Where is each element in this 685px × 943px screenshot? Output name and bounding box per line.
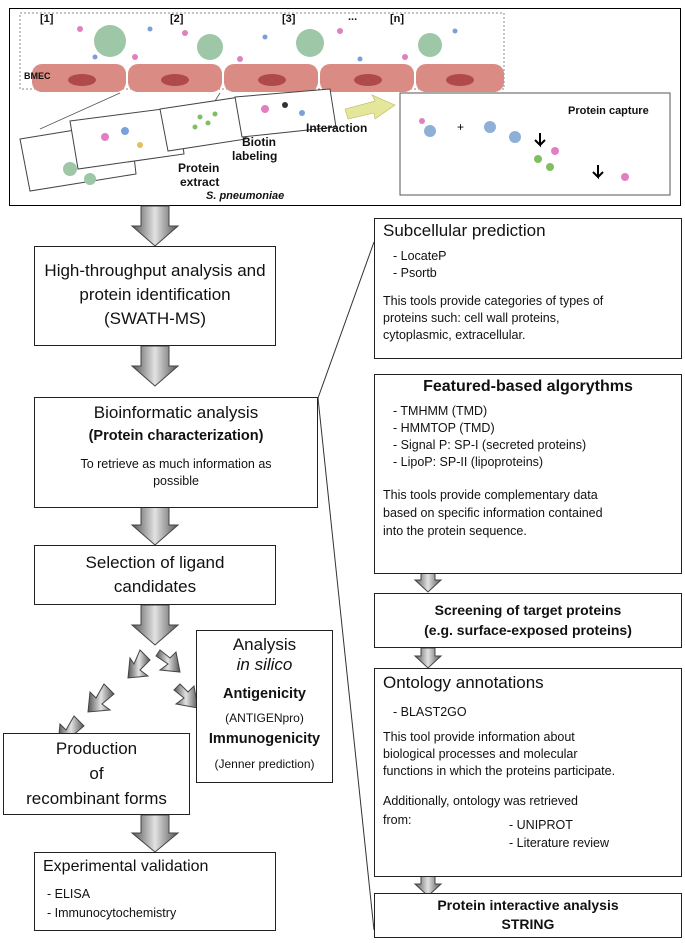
antigenpro-label: (ANTIGENpro) bbox=[225, 711, 304, 725]
subcell-desc: This tools provide categories of types o… bbox=[383, 294, 604, 308]
bio-desc: possible bbox=[153, 474, 199, 488]
subcellular-box: Subcellular prediction - LocateP - Psort… bbox=[374, 218, 682, 359]
feat-desc: This tools provide complementary data bbox=[383, 488, 598, 502]
screen-line: (e.g. surface-exposed proteins) bbox=[424, 622, 632, 638]
ontology-box: Ontology annotations - BLAST2GO This too… bbox=[374, 668, 682, 877]
step-label: ... bbox=[348, 11, 358, 23]
subcell-item: - Psortb bbox=[393, 266, 437, 280]
bio-subtitle: (Protein characterization) bbox=[88, 428, 264, 444]
experiment-illustration: + bbox=[19, 12, 671, 196]
down-arrow bbox=[130, 604, 180, 646]
screening-box: Screening of target proteins (e.g. surfa… bbox=[374, 593, 682, 648]
exp-item: - ELISA bbox=[47, 887, 91, 901]
onto-desc: biological processes and molecular bbox=[383, 747, 578, 761]
feat-title: Featured-based algorythms bbox=[423, 378, 633, 395]
down-arrow bbox=[413, 647, 443, 669]
step-label: [3] bbox=[282, 13, 296, 25]
subcell-desc: proteins such: cell wall proteins, bbox=[383, 311, 560, 325]
experiment-panel: + [1] [2] [3] ... [n] BMEC Interaction B… bbox=[9, 8, 681, 206]
prod-line: Production bbox=[55, 739, 138, 758]
sel-line: candidates bbox=[113, 577, 197, 596]
feat-desc: into the protein sequence. bbox=[383, 524, 527, 538]
onto-desc: This tool provide information about bbox=[383, 730, 575, 744]
onto-extra: from: bbox=[383, 813, 412, 827]
screen-line: Screening of target proteins bbox=[434, 602, 622, 618]
insilico-title: Analysis bbox=[232, 635, 297, 654]
bioinformatic-box: Bioinformatic analysis (Protein characte… bbox=[34, 397, 318, 508]
down-arrow bbox=[130, 205, 180, 247]
prod-line: recombinant forms bbox=[26, 789, 167, 808]
onto-source: - UNIPROT bbox=[509, 818, 573, 832]
onto-source: - Literature review bbox=[509, 836, 610, 850]
string-line: STRING bbox=[501, 916, 555, 932]
production-box: Production of recombinant forms bbox=[3, 733, 190, 815]
selection-box: Selection of ligand candidates bbox=[34, 545, 276, 605]
bmec-label: BMEC bbox=[24, 71, 51, 81]
protein-extract-label: extract bbox=[180, 175, 220, 189]
bio-desc: To retrieve as much information as bbox=[80, 457, 272, 471]
insilico-subtitle: in silico bbox=[236, 655, 293, 674]
step-label: [2] bbox=[170, 13, 184, 25]
antigenicity-label: Antigenicity bbox=[223, 686, 306, 702]
feat-item: - LipoP: SP-II (lipoproteins) bbox=[393, 455, 544, 469]
feat-item: - TMHMM (TMD) bbox=[393, 404, 488, 418]
down-arrow bbox=[130, 814, 180, 853]
feat-item: - HMMTOP (TMD) bbox=[393, 421, 495, 435]
subcell-title: Subcellular prediction bbox=[383, 221, 546, 240]
step-label: [n] bbox=[390, 13, 405, 25]
onto-title: Ontology annotations bbox=[383, 673, 544, 692]
protein-capture-label: Protein capture bbox=[568, 105, 649, 117]
exp-title: Experimental validation bbox=[43, 858, 209, 875]
prod-line: of bbox=[89, 764, 104, 783]
organism-label: S. pneumoniae bbox=[206, 190, 285, 202]
onto-desc: functions in which the proteins particip… bbox=[383, 764, 616, 778]
hta-line: (SWATH-MS) bbox=[104, 309, 206, 328]
feat-desc: based on specific information contained bbox=[383, 506, 603, 520]
biotin-label: labeling bbox=[232, 149, 278, 163]
down-arrow bbox=[130, 345, 180, 387]
string-line: Protein interactive analysis bbox=[437, 897, 619, 913]
hta-line: protein identification bbox=[79, 285, 231, 304]
step-label: [1] bbox=[40, 13, 54, 25]
diagonal-arrow bbox=[173, 683, 199, 709]
diagonal-arrow bbox=[87, 683, 115, 713]
exp-item: - Immunocytochemistry bbox=[47, 906, 177, 920]
hta-box: High-throughput analysis and protein ide… bbox=[34, 246, 276, 346]
interaction-label: Interaction bbox=[306, 121, 368, 135]
onto-extra: Additionally, ontology was retrieved bbox=[383, 794, 579, 808]
bio-title: Bioinformatic analysis bbox=[93, 403, 259, 422]
subcell-desc: cytoplasmic, extracellular. bbox=[383, 328, 526, 342]
diagonal-arrow bbox=[127, 649, 151, 679]
svg-text:+: + bbox=[457, 120, 464, 134]
jenner-label: (Jenner prediction) bbox=[214, 757, 315, 771]
immunogenicity-label: Immunogenicity bbox=[208, 731, 321, 747]
biotin-label: Biotin bbox=[242, 135, 276, 149]
insilico-box: Analysis in silico Antigenicity (ANTIGEN… bbox=[196, 630, 333, 783]
protein-extract-label: Protein bbox=[178, 161, 220, 175]
diagonal-arrow bbox=[155, 649, 181, 673]
experimental-box: Experimental validation - ELISA - Immuno… bbox=[34, 852, 276, 931]
sel-line: Selection of ligand bbox=[85, 553, 225, 572]
subcell-item: - LocateP bbox=[393, 249, 447, 263]
onto-item: - BLAST2GO bbox=[393, 705, 467, 719]
featured-box: Featured-based algorythms - TMHMM (TMD) … bbox=[374, 374, 682, 574]
string-box: Protein interactive analysis STRING bbox=[374, 893, 682, 938]
feat-item: - Signal P: SP-I (secreted proteins) bbox=[393, 438, 587, 452]
down-arrow bbox=[413, 571, 443, 593]
down-arrow bbox=[130, 506, 180, 546]
hta-line: High-throughput analysis and bbox=[44, 261, 266, 280]
